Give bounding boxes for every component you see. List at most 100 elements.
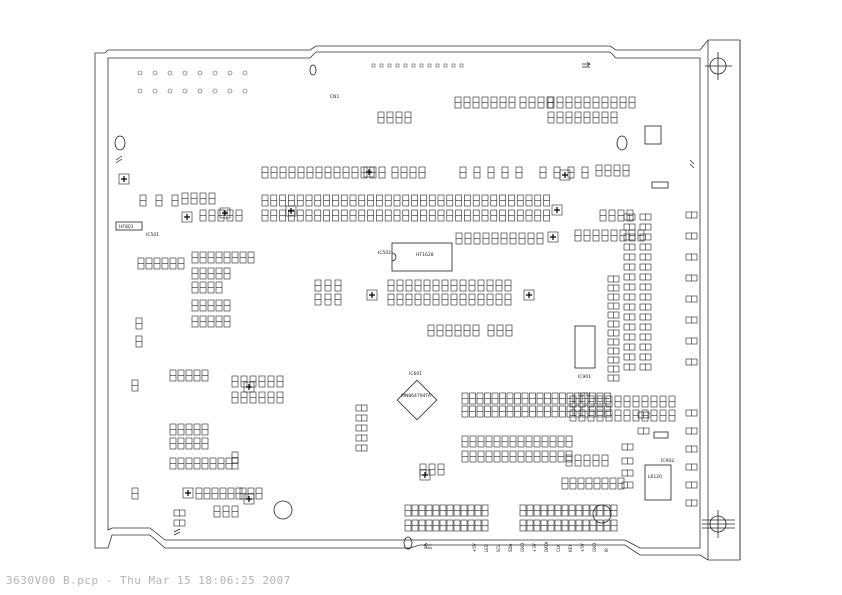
smd-component — [358, 194, 366, 207]
smd-component — [491, 405, 499, 418]
smd-component — [506, 405, 514, 418]
smd-component — [181, 192, 189, 205]
pad — [451, 63, 456, 68]
smd-component — [508, 194, 515, 207]
smd-component — [639, 313, 652, 321]
diode-footprint — [366, 289, 378, 301]
smd-component — [481, 504, 489, 517]
smd-component — [191, 299, 199, 312]
smd-component — [607, 365, 620, 373]
test-point-dot — [242, 88, 248, 94]
smd-component — [574, 111, 582, 124]
connector-pin-label: IR — [604, 548, 609, 552]
smd-component — [473, 166, 481, 179]
smd-component — [279, 166, 287, 179]
smd-component — [529, 405, 536, 418]
smd-component — [623, 333, 636, 341]
smd-component — [623, 293, 636, 301]
smd-component — [637, 427, 650, 435]
smd-component — [659, 395, 667, 408]
smd-component — [472, 324, 480, 337]
connector-pin-label: SCL — [496, 544, 501, 552]
smd-component — [267, 391, 275, 404]
smd-component — [621, 443, 634, 451]
smd-component — [505, 324, 513, 337]
smd-component — [464, 209, 471, 222]
smd-component — [469, 405, 476, 418]
smd-component — [639, 223, 652, 231]
smd-component — [355, 414, 368, 422]
smd-component — [436, 324, 444, 337]
smd-component — [610, 111, 618, 124]
pad — [403, 63, 408, 68]
smd-component — [501, 435, 509, 448]
smd-component — [639, 273, 652, 281]
smd-component — [477, 435, 485, 448]
smd-component — [607, 302, 620, 310]
smd-component — [474, 504, 482, 517]
connector-pin-label: DATA — [544, 541, 549, 552]
diode-footprint — [118, 173, 130, 185]
smd-component — [177, 437, 185, 450]
test-point-dot — [167, 70, 173, 76]
ic902-part-label: L6120 — [648, 474, 662, 480]
smd-component — [455, 194, 462, 207]
smd-component — [473, 232, 481, 245]
smd-component — [376, 194, 383, 207]
smd-component — [685, 232, 698, 240]
diode-footprint — [363, 166, 375, 178]
smd-component — [609, 477, 617, 490]
smd-component — [521, 392, 529, 405]
smd-component — [547, 111, 555, 124]
connector-pin-label: GND — [592, 543, 597, 552]
smd-component — [358, 209, 366, 222]
smd-component — [199, 209, 207, 222]
smd-component — [610, 229, 618, 242]
smd-component — [333, 166, 341, 179]
smd-component — [420, 194, 427, 207]
smd-component — [608, 209, 616, 222]
smd-component — [454, 324, 462, 337]
test-point-dot — [182, 70, 188, 76]
smd-component — [589, 405, 596, 418]
test-point-dot — [227, 70, 233, 76]
smd-component — [604, 405, 611, 418]
smd-component — [459, 279, 467, 292]
smd-component — [559, 392, 566, 405]
smd-component — [437, 463, 445, 476]
smd-component — [314, 279, 322, 292]
smd-component — [533, 450, 541, 463]
smd-component — [490, 209, 498, 222]
smd-component — [223, 315, 231, 328]
smd-component — [199, 192, 207, 205]
smd-component — [323, 194, 330, 207]
smd-component — [547, 504, 555, 517]
smd-component — [499, 194, 506, 207]
smd-component — [474, 519, 482, 532]
smd-component — [639, 283, 652, 291]
smd-component — [556, 111, 564, 124]
smd-component — [455, 232, 463, 245]
smd-component — [568, 519, 576, 532]
smd-component — [201, 437, 209, 450]
smd-component — [355, 444, 368, 452]
smd-component — [306, 166, 314, 179]
smd-component — [461, 405, 469, 418]
smd-component — [261, 194, 269, 207]
smd-component — [533, 519, 541, 532]
smd-component — [568, 504, 576, 517]
smd-component — [223, 267, 231, 280]
smd-component — [536, 232, 544, 245]
smd-component — [351, 166, 359, 179]
smd-component — [386, 111, 394, 124]
smd-component — [437, 209, 445, 222]
connector-pin-label: LED — [484, 544, 489, 552]
smd-component — [191, 315, 199, 328]
ic901-label: IC901 — [578, 374, 591, 380]
smd-component — [454, 96, 462, 109]
smd-component — [193, 457, 201, 470]
smd-component — [195, 487, 203, 500]
smd-component — [402, 209, 410, 222]
smd-component — [514, 405, 521, 418]
smd-component — [450, 279, 458, 292]
